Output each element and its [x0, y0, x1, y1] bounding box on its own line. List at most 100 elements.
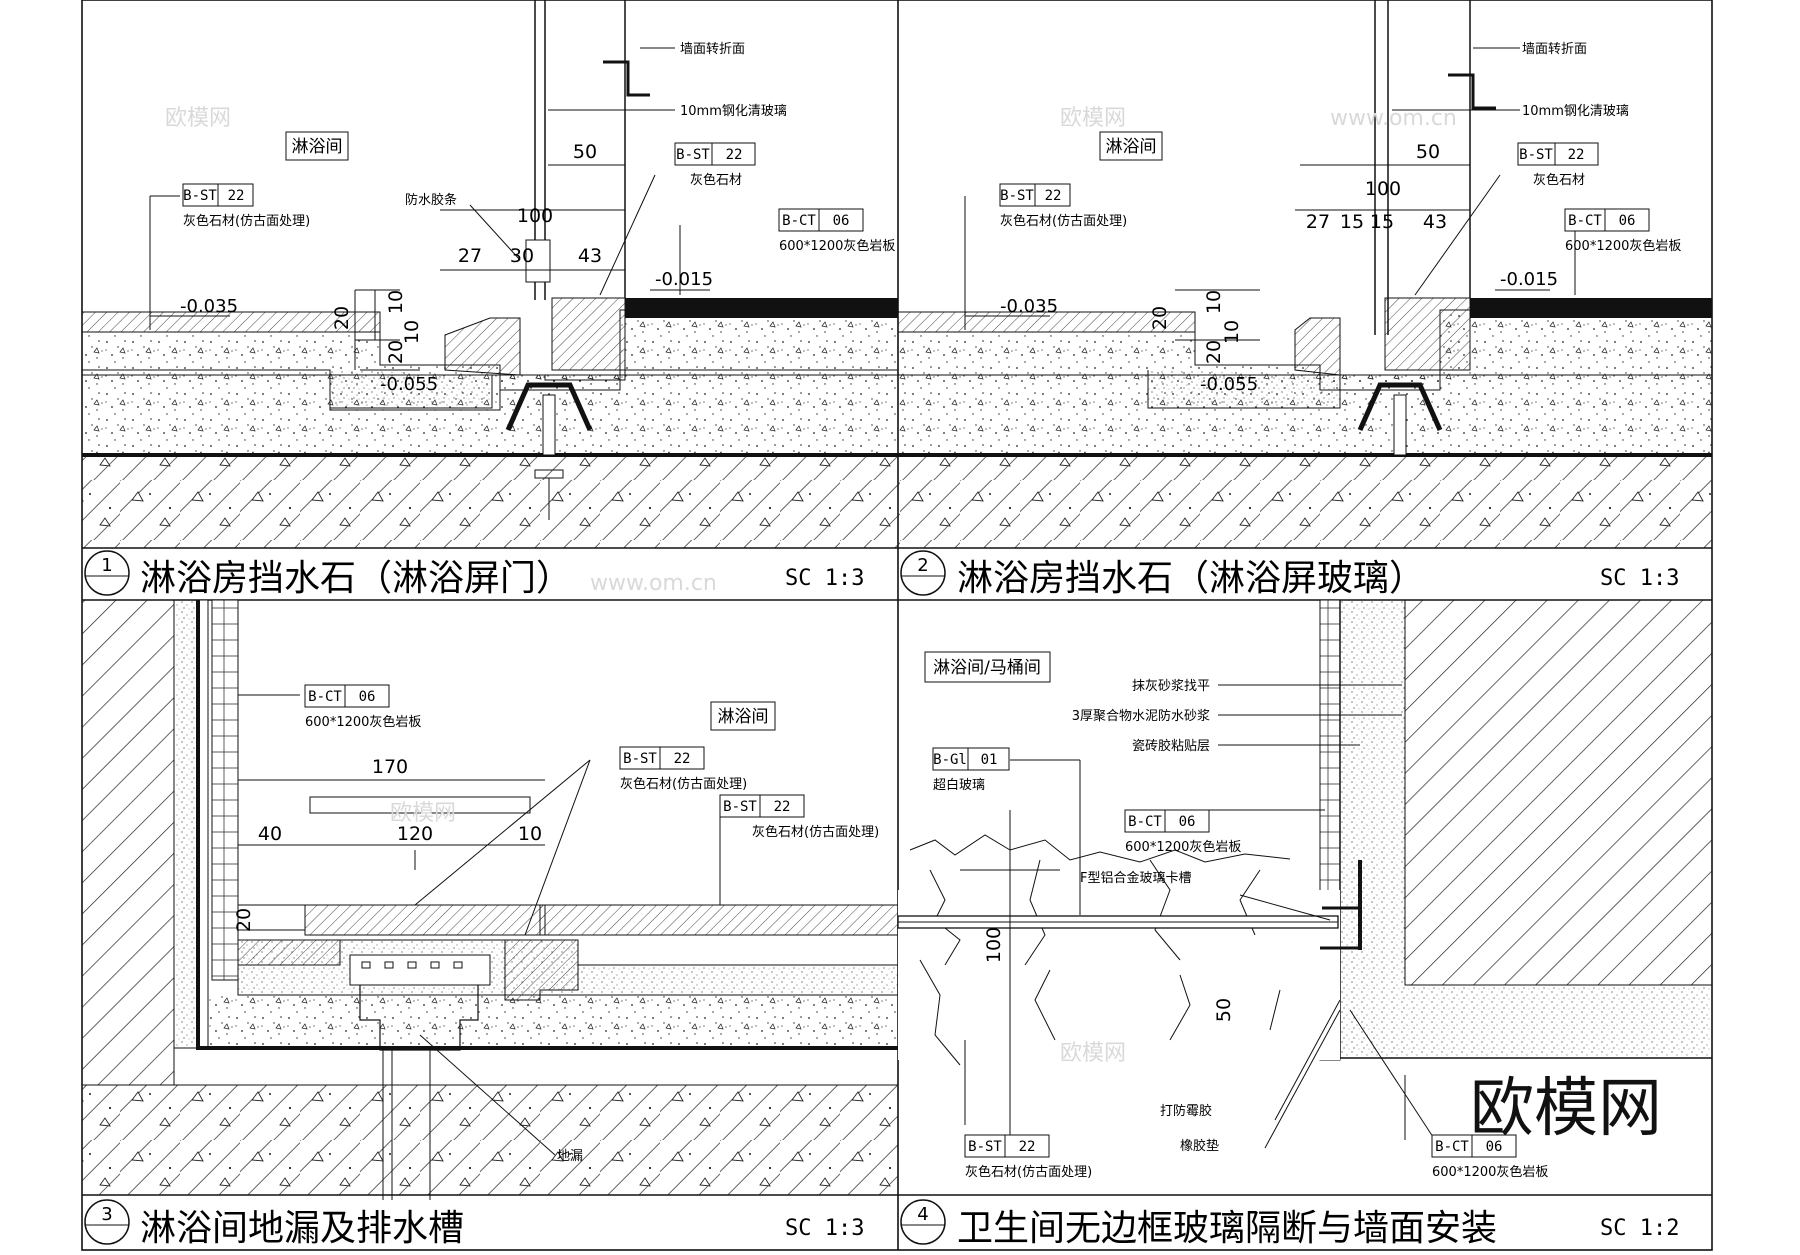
panel-4-annotations — [960, 684, 1436, 1149]
p4-tag-ct1-num: 06 — [1179, 814, 1196, 830]
p1-level-b: -0.015 — [655, 269, 713, 290]
p4-tag-glass-code: B-Gl — [933, 752, 967, 768]
p2-note-wall: 墙面转折面 — [1522, 42, 1587, 57]
panel-4-scale: SC 1:2 — [1600, 1216, 1679, 1241]
p3-tag-c-num: 22 — [774, 799, 791, 815]
p4-tag-glass-num: 01 — [981, 752, 998, 768]
panel-2-scale: SC 1:3 — [1600, 566, 1679, 591]
p4-gasket-label: 橡胶垫 — [1180, 1138, 1219, 1154]
p4-tag-ct2-num: 06 — [1486, 1139, 1503, 1155]
p4-clip-label: F型铝合金玻璃卡槽 — [1080, 870, 1191, 886]
p4-tag-st-num: 22 — [1019, 1139, 1036, 1155]
brand-logo-text: 欧模网 — [1470, 1072, 1662, 1146]
p2-tag-a-num: 22 — [1045, 188, 1062, 204]
p2-dim-20b: 20 — [1203, 340, 1225, 364]
panel-3-title-block: 3 淋浴间地漏及排水槽 SC 1:3 — [84, 1199, 864, 1249]
p3-tag-b-code: B-ST — [623, 751, 657, 767]
watermark-url: www.om.cn — [1330, 106, 1457, 131]
watermark-text: 欧模网 — [1060, 106, 1126, 131]
p1-note-seal: 防水胶条 — [405, 192, 457, 208]
p2-tag-a-desc: 灰色石材(仿古面处理) — [1000, 213, 1127, 229]
p1-tag-b-desc: 灰色石材 — [690, 172, 742, 188]
p1-dim-100: 100 — [517, 205, 553, 227]
panel-3-annotations — [238, 694, 721, 1156]
panel-3-title: 淋浴间地漏及排水槽 — [140, 1208, 464, 1249]
watermark-url: www.om.cn — [590, 571, 717, 596]
watermark-text: 欧模网 — [165, 106, 231, 131]
panel-1-title: 淋浴房挡水石（淋浴屏门） — [140, 558, 572, 599]
p1-tag-b-code: B-ST — [676, 147, 710, 163]
p2-dim-27: 27 — [1306, 211, 1330, 233]
p4-layer-1: 抹灰砂浆找平 — [1132, 679, 1210, 694]
p3-dim-20: 20 — [233, 908, 255, 932]
p2-dim-10: 10 — [1203, 290, 1225, 314]
panel-2-drawing — [897, 0, 1713, 549]
p2-tag-c-desc: 600*1200灰色岩板 — [1565, 238, 1681, 254]
p1-tag-c-num: 06 — [833, 213, 850, 229]
panel-2-labels: 淋浴间 B-ST 22 灰色石材(仿古面处理) B-ST 22 灰色石材 B-C… — [999, 42, 1681, 395]
watermark-text: 欧模网 — [390, 801, 456, 826]
p2-tag-b-num: 22 — [1568, 147, 1585, 163]
p1-dim-27: 27 — [458, 245, 482, 267]
p1-tag-a-desc: 灰色石材(仿古面处理) — [183, 213, 310, 229]
p2-tag-a-code: B-ST — [1000, 188, 1034, 204]
p1-note-wall: 墙面转折面 — [680, 42, 745, 57]
p1-tag-a-code: B-ST — [183, 188, 217, 204]
p2-dim-100: 100 — [1365, 178, 1401, 200]
p1-room-label: 淋浴间 — [292, 137, 343, 157]
p4-tag-ct2-code: B-CT — [1435, 1139, 1469, 1155]
p4-dim-50: 50 — [1213, 998, 1235, 1022]
p3-dim-10: 10 — [518, 823, 542, 845]
panel-2-number: 2 — [917, 555, 928, 576]
p1-tag-a-num: 22 — [228, 188, 245, 204]
p2-note-glass: 10mm钢化清玻璃 — [1522, 104, 1629, 119]
panel-4-title-block: 4 卫生间无边框玻璃隔断与墙面安装 SC 1:2 — [900, 1199, 1679, 1249]
panel-1-title-block: 1 淋浴房挡水石（淋浴屏门） SC 1:3 — [84, 550, 864, 599]
p1-tag-c-desc: 600*1200灰色岩板 — [779, 238, 895, 254]
p3-room-label: 淋浴间 — [718, 707, 769, 727]
p1-dim-50: 50 — [573, 141, 597, 163]
p1-dim-30: 30 — [510, 245, 534, 267]
panel-1-labels: 淋浴间 B-ST 22 灰色石材(仿古面处理) B-ST 22 灰色石材 B-C… — [180, 42, 895, 395]
p1-level-a: -0.035 — [180, 296, 238, 317]
p2-level-a: -0.035 — [1000, 296, 1058, 317]
p4-tag-st-code: B-ST — [968, 1139, 1002, 1155]
p2-dim-10b: 10 — [1221, 320, 1243, 344]
p4-tag-st-desc: 灰色石材(仿古面处理) — [965, 1164, 1092, 1180]
panel-3-labels: 淋浴间 B-CT 06 600*1200灰色岩板 B-ST 22 灰色石材(仿古… — [233, 684, 879, 1164]
p2-dim-50: 50 — [1416, 141, 1440, 163]
p3-dim-170: 170 — [372, 756, 408, 778]
panel-4-title: 卫生间无边框玻璃隔断与墙面安装 — [957, 1208, 1497, 1249]
p1-dim-10: 10 — [385, 290, 407, 314]
p2-dim-43: 43 — [1423, 211, 1447, 233]
p2-dim-15a: 15 — [1340, 211, 1364, 233]
p3-tag-b-num: 22 — [674, 751, 691, 767]
p2-dim-15b: 15 — [1370, 211, 1394, 233]
p4-layer-3: 瓷砖胶粘贴层 — [1132, 738, 1210, 754]
panel-3-drawing — [81, 599, 899, 1200]
panel-4-number: 4 — [917, 1204, 928, 1225]
panel-4-drawing — [897, 599, 1713, 1066]
p3-tag-a-desc: 600*1200灰色岩板 — [305, 714, 421, 730]
panel-1-scale: SC 1:3 — [785, 566, 864, 591]
p1-dim-10b: 10 — [401, 320, 423, 344]
panel-1-drawing — [81, 0, 899, 549]
panel-1-annotations — [149, 47, 710, 371]
p3-tag-c-code: B-ST — [723, 799, 757, 815]
panel-3-scale: SC 1:3 — [785, 1216, 864, 1241]
p2-level-c: -0.055 — [1200, 374, 1258, 395]
watermark-layer: 欧模网 欧模网 欧模网 欧模网 www.om.cn www.om.cn — [165, 106, 1457, 1066]
p3-tag-a-code: B-CT — [308, 689, 342, 705]
p3-tag-b-desc: 灰色石材(仿古面处理) — [620, 776, 747, 792]
p3-note-drain: 地漏 — [557, 1148, 583, 1164]
p4-tag-ct1-code: B-CT — [1128, 814, 1162, 830]
panel-2-title: 淋浴房挡水石（淋浴屏玻璃） — [957, 558, 1425, 599]
p2-tag-c-code: B-CT — [1568, 213, 1602, 229]
p1-dim-20: 20 — [331, 306, 353, 330]
panel-1-number: 1 — [101, 555, 112, 576]
p2-tag-b-desc: 灰色石材 — [1533, 172, 1585, 188]
p2-room-label: 淋浴间 — [1106, 137, 1157, 157]
p2-level-b: -0.015 — [1500, 269, 1558, 290]
p2-tag-c-num: 06 — [1619, 213, 1636, 229]
p1-dim-43: 43 — [578, 245, 602, 267]
